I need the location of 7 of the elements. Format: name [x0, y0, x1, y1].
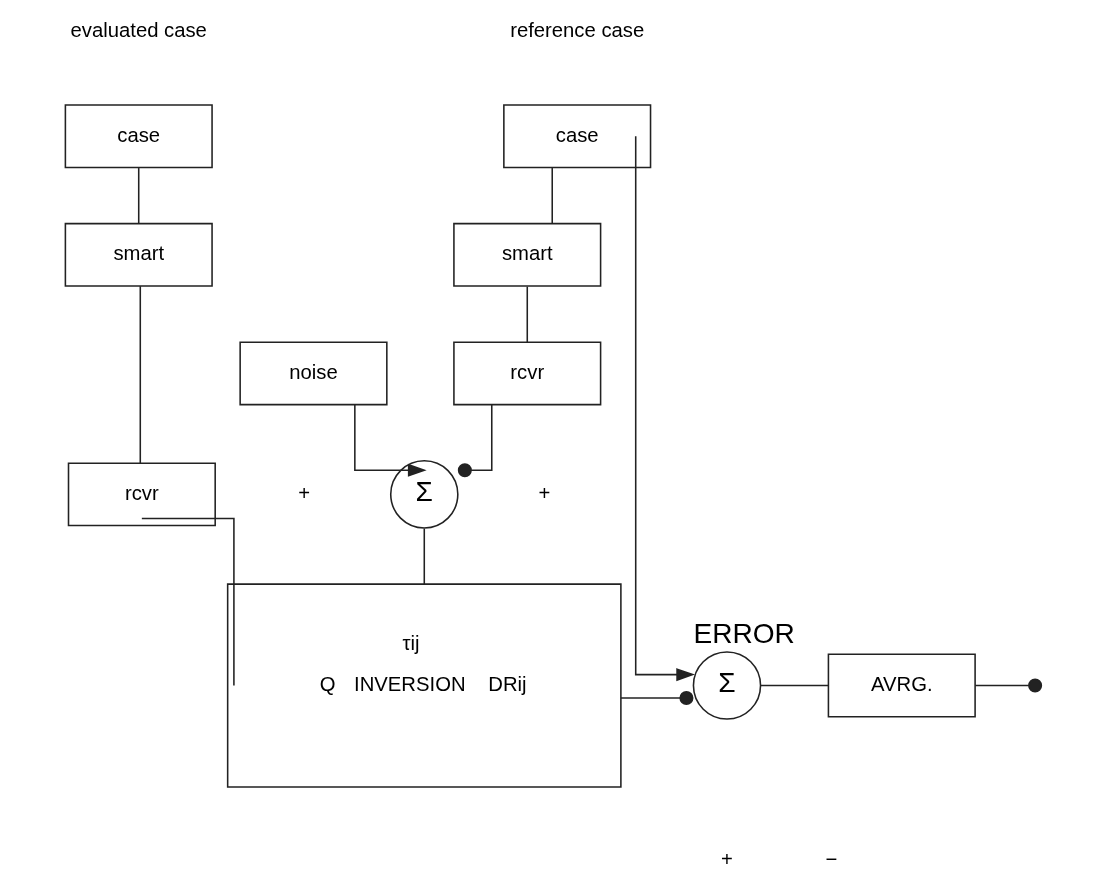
- label: +: [298, 481, 311, 504]
- node-label: ERROR: [693, 618, 795, 650]
- label: reference case: [510, 19, 645, 42]
- label: +: [538, 481, 551, 504]
- label: −: [825, 847, 838, 870]
- label: +: [721, 847, 733, 870]
- label: evaluated case: [70, 19, 207, 42]
